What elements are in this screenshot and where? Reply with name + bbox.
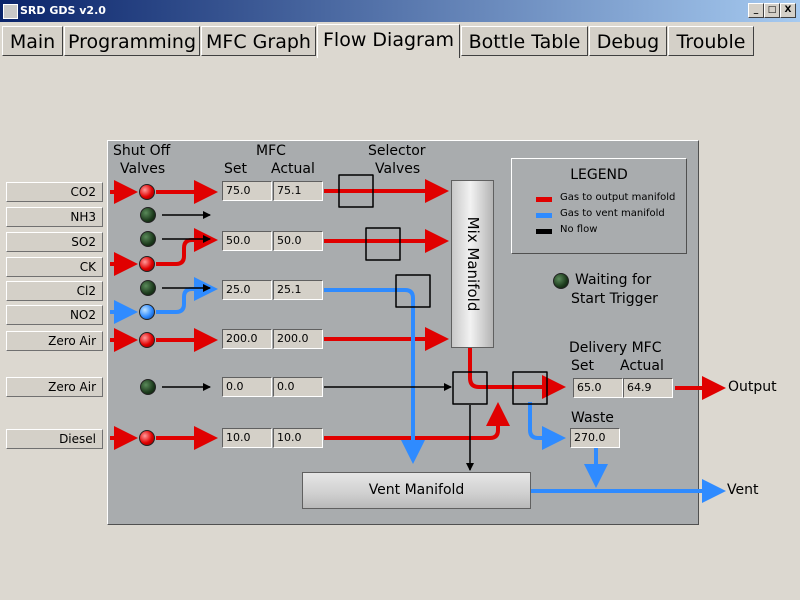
legend-label-no-flow: No flow xyxy=(560,224,598,235)
delivery-mfc-title: Delivery MFC xyxy=(569,340,662,356)
gas-label-ck: CK xyxy=(6,257,103,277)
shutoff-header-1: Shut Off xyxy=(113,143,171,159)
mfc-set-zero-air-2[interactable]: 0.0 xyxy=(222,377,272,397)
app-icon xyxy=(3,4,18,19)
delivery-actual-header: Actual xyxy=(620,358,664,374)
tab-bottle-table[interactable]: Bottle Table xyxy=(461,26,588,56)
mfc-set-so2[interactable]: 50.0 xyxy=(222,231,272,251)
mfc-actual-zero-air-2: 0.0 xyxy=(273,377,323,397)
valve-led-diesel[interactable] xyxy=(139,430,155,446)
mfc-actual-co2: 75.1 xyxy=(273,181,323,201)
legend-title: LEGEND xyxy=(570,167,628,183)
tab-main[interactable]: Main xyxy=(2,26,63,56)
mfc-actual-diesel: 10.0 xyxy=(273,428,323,448)
mfc-actual-so2: 50.0 xyxy=(273,231,323,251)
selector-header-1: Selector xyxy=(368,143,426,159)
delivery-actual-field: 64.9 xyxy=(623,378,673,398)
gas-label-so2: SO2 xyxy=(6,232,103,252)
maximize-button[interactable]: □ xyxy=(764,3,780,18)
selector-header-2: Valves xyxy=(375,161,421,177)
window-title: SRD GDS v2.0 xyxy=(20,4,106,17)
mfc-actual-cl2: 25.1 xyxy=(273,280,323,300)
vent-manifold: Vent Manifold xyxy=(302,472,531,509)
mfc-actual-zero-air: 200.0 xyxy=(273,329,323,349)
gas-label-co2: CO2 xyxy=(6,182,103,202)
mfc-header: MFC xyxy=(256,143,286,159)
legend-swatch-no-flow xyxy=(536,229,552,234)
delivery-set-header: Set xyxy=(571,358,594,374)
status-line-2: Start Trigger xyxy=(571,291,658,307)
tab-bar: Main Programming MFC Graph Flow Diagram … xyxy=(0,22,800,58)
mfc-set-diesel[interactable]: 10.0 xyxy=(222,428,272,448)
legend-label-vent: Gas to vent manifold xyxy=(560,208,665,219)
gas-label-diesel: Diesel xyxy=(6,429,103,449)
status-led xyxy=(553,273,569,289)
legend-swatch-output xyxy=(536,197,552,202)
tab-debug[interactable]: Debug xyxy=(589,26,667,56)
legend: LEGEND Gas to output manifold Gas to ven… xyxy=(511,158,687,254)
gas-label-zero-air-2: Zero Air xyxy=(6,377,103,397)
status-line-1: Waiting for xyxy=(575,272,652,288)
waste-label: Waste xyxy=(571,410,614,426)
legend-label-output: Gas to output manifold xyxy=(560,192,676,203)
gas-label-nh3: NH3 xyxy=(6,207,103,227)
close-button[interactable]: X xyxy=(780,3,796,18)
valve-led-nh3[interactable] xyxy=(140,207,156,223)
window-titlebar: SRD GDS v2.0 _ □ X xyxy=(0,0,800,22)
valve-led-so2[interactable] xyxy=(140,231,156,247)
mfc-set-zero-air[interactable]: 200.0 xyxy=(222,329,272,349)
delivery-set-field[interactable]: 65.0 xyxy=(573,378,623,398)
gas-label-zero-air: Zero Air xyxy=(6,331,103,351)
mfc-set-cl2[interactable]: 25.0 xyxy=(222,280,272,300)
valve-led-zero-air-2[interactable] xyxy=(140,379,156,395)
tab-mfc-graph[interactable]: MFC Graph xyxy=(201,26,316,56)
mix-manifold-label: Mix Manifold xyxy=(463,216,482,312)
gas-label-no2: NO2 xyxy=(6,305,103,325)
valve-led-co2[interactable] xyxy=(139,184,155,200)
mix-manifold: Mix Manifold xyxy=(451,180,494,348)
mfc-set-co2[interactable]: 75.0 xyxy=(222,181,272,201)
waste-field: 270.0 xyxy=(570,428,620,448)
vent-label: Vent xyxy=(727,482,759,498)
mfc-actual-header: Actual xyxy=(271,161,315,177)
valve-led-zero-air[interactable] xyxy=(139,332,155,348)
tab-trouble[interactable]: Trouble xyxy=(668,26,754,56)
tab-flow-diagram[interactable]: Flow Diagram xyxy=(317,24,460,58)
valve-led-no2[interactable] xyxy=(139,304,155,320)
gas-label-cl2: Cl2 xyxy=(6,281,103,301)
output-label: Output xyxy=(728,379,777,395)
valve-led-ck[interactable] xyxy=(139,256,155,272)
minimize-button[interactable]: _ xyxy=(748,3,764,18)
mfc-set-header: Set xyxy=(224,161,247,177)
tab-programming[interactable]: Programming xyxy=(64,26,200,56)
valve-led-cl2[interactable] xyxy=(140,280,156,296)
shutoff-header-2: Valves xyxy=(120,161,166,177)
legend-swatch-vent xyxy=(536,213,552,218)
